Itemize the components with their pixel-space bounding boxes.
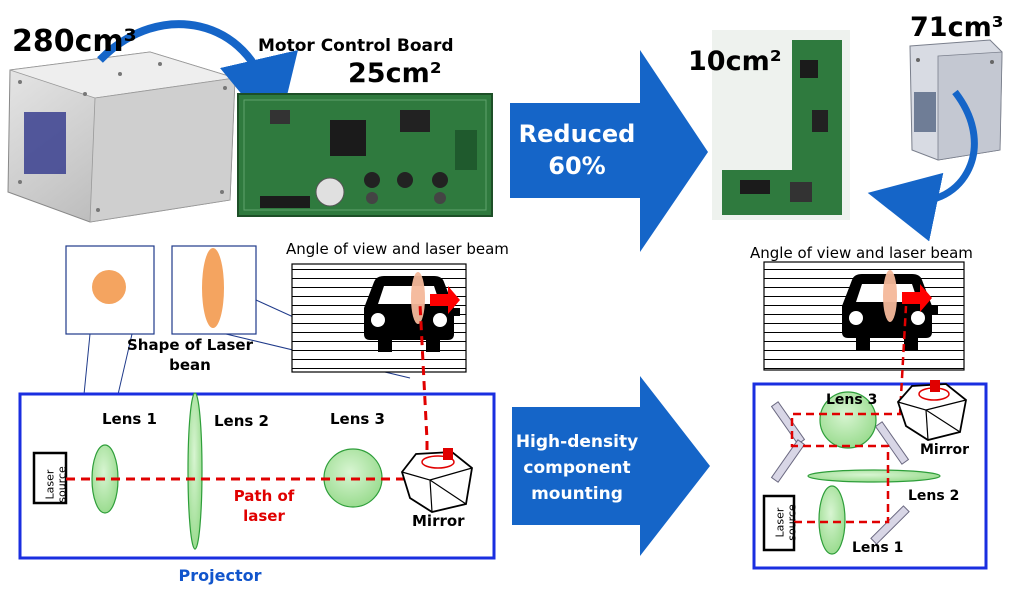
- board-area-after-label: 10cm²: [688, 46, 782, 77]
- curved-arrow-right: [867, 89, 978, 242]
- reduced-arrow: [510, 50, 708, 252]
- volume-before-label: 280cm³: [12, 24, 137, 59]
- laser-path-right: [790, 305, 908, 524]
- lidar-unit-before: [7, 51, 236, 223]
- lens-2: [187, 392, 203, 550]
- beam-shape-callouts: [65, 245, 411, 456]
- right-fov-scene: [763, 261, 965, 371]
- motor-control-board-photo: [237, 93, 493, 217]
- compact-laser-label-line2: source: [785, 504, 799, 541]
- lens-2-label: Lens 2: [214, 412, 269, 430]
- compact-lens-1-label: Lens 1: [852, 540, 904, 556]
- reduced-board-photo: [712, 30, 850, 220]
- polygon-mirror-left: [401, 448, 473, 513]
- projector-label: Projector: [178, 566, 262, 585]
- board-label: Motor Control Board: [258, 36, 454, 56]
- board-area-before-label: 25cm²: [348, 58, 442, 89]
- beam-shape-label-line1: Shape of Laser: [127, 336, 253, 354]
- high-density-line1: High-density: [515, 432, 639, 452]
- left-fov-scene: [291, 263, 467, 373]
- elongated-beam-spot: [202, 248, 224, 328]
- compact-lens-2: [807, 469, 941, 483]
- left-fov-title: Angle of view and laser beam: [286, 240, 509, 258]
- lens-3-label: Lens 3: [330, 410, 385, 428]
- round-beam-spot: [92, 270, 126, 304]
- reduced-arrow-line2: 60%: [548, 152, 606, 180]
- volume-after-label: 71cm³: [910, 12, 1004, 43]
- lens-1-label: Lens 1: [102, 410, 157, 428]
- compact-optics: [762, 305, 967, 555]
- high-density-line3: mounting: [531, 484, 623, 504]
- path-of-laser-line2: laser: [243, 507, 285, 525]
- compact-lens-1: [818, 485, 846, 555]
- high-density-line2: component: [523, 458, 631, 478]
- reduced-arrow-line1: Reduced: [518, 120, 636, 148]
- right-fov-title: Angle of view and laser beam: [750, 244, 973, 262]
- high-density-arrow: [512, 376, 710, 556]
- compact-lens-2-label: Lens 2: [908, 488, 960, 504]
- compact-lens-3: [819, 391, 877, 449]
- compact-mirror-label: Mirror: [920, 442, 970, 458]
- lidar-unit-after: [909, 39, 1003, 161]
- compact-lens-3-label: Lens 3: [826, 392, 878, 408]
- beam-shape-label-line2: bean: [169, 356, 211, 374]
- curved-arrow-left: [97, 20, 298, 137]
- mirror-label: Mirror: [412, 512, 465, 530]
- path-of-laser-line1: Path of: [233, 487, 295, 505]
- laser-source-label-line2: source: [55, 466, 69, 503]
